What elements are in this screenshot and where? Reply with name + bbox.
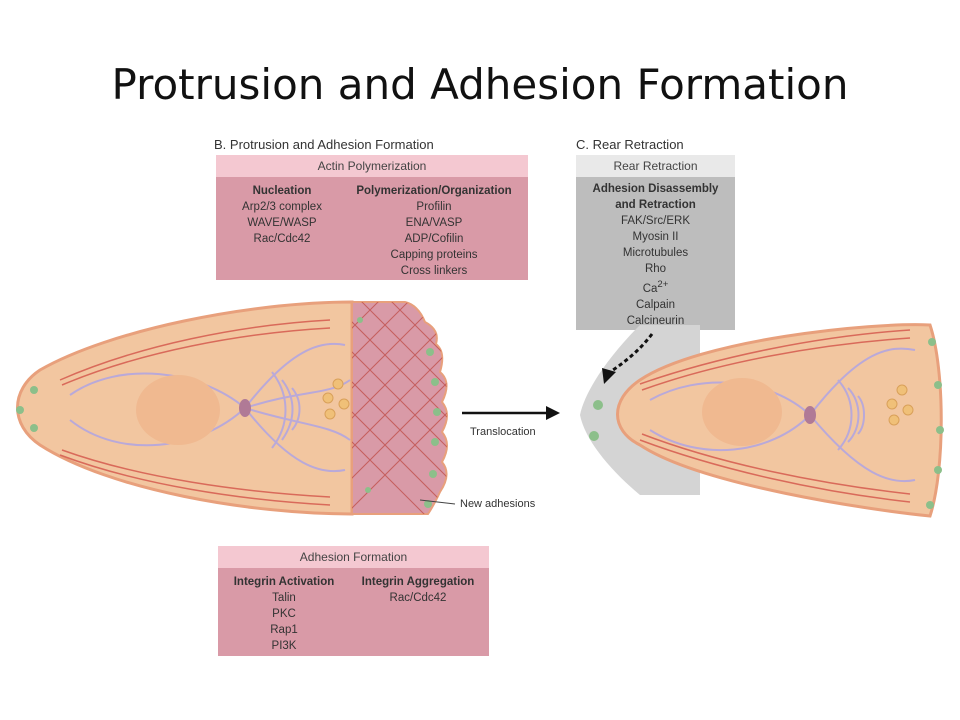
- actin-polymerization-box: Actin Polymerization Nucleation Arp2/3 c…: [216, 155, 528, 280]
- aggregation-item: Rac/Cdc42: [389, 592, 447, 604]
- right-cell-body: [616, 323, 943, 518]
- nucleus: [136, 375, 220, 445]
- polymerization-item: Profilin: [416, 201, 452, 213]
- integrin-aggregation-column: Integrin Aggregation Rac/Cdc42: [350, 574, 486, 606]
- retraction-item: Calcineurin: [626, 314, 685, 327]
- activation-item: PKC: [272, 608, 296, 620]
- retracted-rear-shadow: [580, 325, 700, 495]
- polymerization-item: ADP/Cofilin: [404, 233, 464, 245]
- panel-c-title: C. Rear Retraction: [576, 137, 684, 152]
- calcium-charge: 2+: [657, 279, 669, 290]
- vesicles-right: [886, 384, 914, 426]
- adhesions-right: [926, 338, 944, 509]
- new-adhesions-label: New adhesions: [460, 498, 536, 510]
- microtubules: [69, 342, 351, 473]
- retraction-item: Rho: [644, 263, 667, 275]
- centrosome-right: [804, 406, 816, 424]
- polymerization-column: Polymerization/Organization Profilin ENA…: [344, 183, 524, 279]
- new-adhesions-pointer: [419, 499, 456, 505]
- stress-fibers-right: [639, 329, 911, 503]
- nucleation-item: Arp2/3 complex: [242, 201, 322, 213]
- slide-title: Protrusion and Adhesion Formation: [111, 60, 849, 109]
- nucleation-item: WAVE/WASP: [247, 217, 317, 229]
- retraction-item: Myosin II: [632, 231, 679, 243]
- integrin-activation-column: Integrin Activation Talin PKC Rap1 PI3K: [220, 574, 348, 654]
- panel-b-title: B. Protrusion and Adhesion Formation: [214, 137, 434, 152]
- centrosome: [239, 399, 251, 417]
- stress-fibers: [59, 319, 331, 506]
- activation-item: Talin: [272, 592, 296, 604]
- adhesions-shadow: [589, 400, 603, 441]
- polymerization-heading: Polymerization/Organization: [356, 185, 512, 197]
- microtubules-right: [649, 347, 916, 483]
- left-cell-body: [16, 300, 354, 516]
- actin-mesh: [352, 302, 447, 514]
- rear-retraction-header: Rear Retraction: [576, 155, 735, 177]
- retraction-item: Calpain: [636, 298, 675, 311]
- retraction-heading: Adhesion Disassembly: [592, 183, 719, 195]
- nucleation-column: Nucleation Arp2/3 complex WAVE/WASP Rac/…: [222, 183, 342, 247]
- polymerization-item: ENA/VASP: [405, 217, 463, 229]
- polymerization-item: Capping proteins: [390, 249, 478, 261]
- retraction-item: FAK/Src/ERK: [620, 215, 691, 227]
- retraction-item: Microtubules: [622, 247, 689, 259]
- nucleus-right: [702, 378, 782, 446]
- adhesions-left: [16, 317, 441, 508]
- retraction-item-calcium: Ca2+: [576, 277, 735, 297]
- nucleation-heading: Nucleation: [252, 185, 312, 197]
- rear-retraction-box: Rear Retraction Adhesion Disassembly and…: [576, 155, 735, 330]
- adhesion-header: Adhesion Formation: [218, 546, 489, 568]
- polymerization-item: Cross linkers: [400, 265, 468, 277]
- activation-item: PI3K: [271, 640, 297, 652]
- integrin-aggregation-heading: Integrin Aggregation: [361, 576, 475, 588]
- vesicles: [322, 378, 350, 420]
- protrusion-region: [351, 301, 448, 515]
- translocation-label: Translocation: [470, 426, 536, 438]
- actin-header: Actin Polymerization: [216, 155, 528, 177]
- activation-item: Rap1: [270, 624, 298, 636]
- retraction-heading: and Retraction: [615, 199, 696, 211]
- retraction-arrow: [609, 333, 654, 374]
- integrin-activation-heading: Integrin Activation: [233, 576, 335, 588]
- nucleation-item: Rac/Cdc42: [253, 233, 311, 245]
- calcium-base: Ca: [642, 282, 658, 295]
- adhesion-formation-box: Adhesion Formation Integrin Activation T…: [218, 546, 489, 656]
